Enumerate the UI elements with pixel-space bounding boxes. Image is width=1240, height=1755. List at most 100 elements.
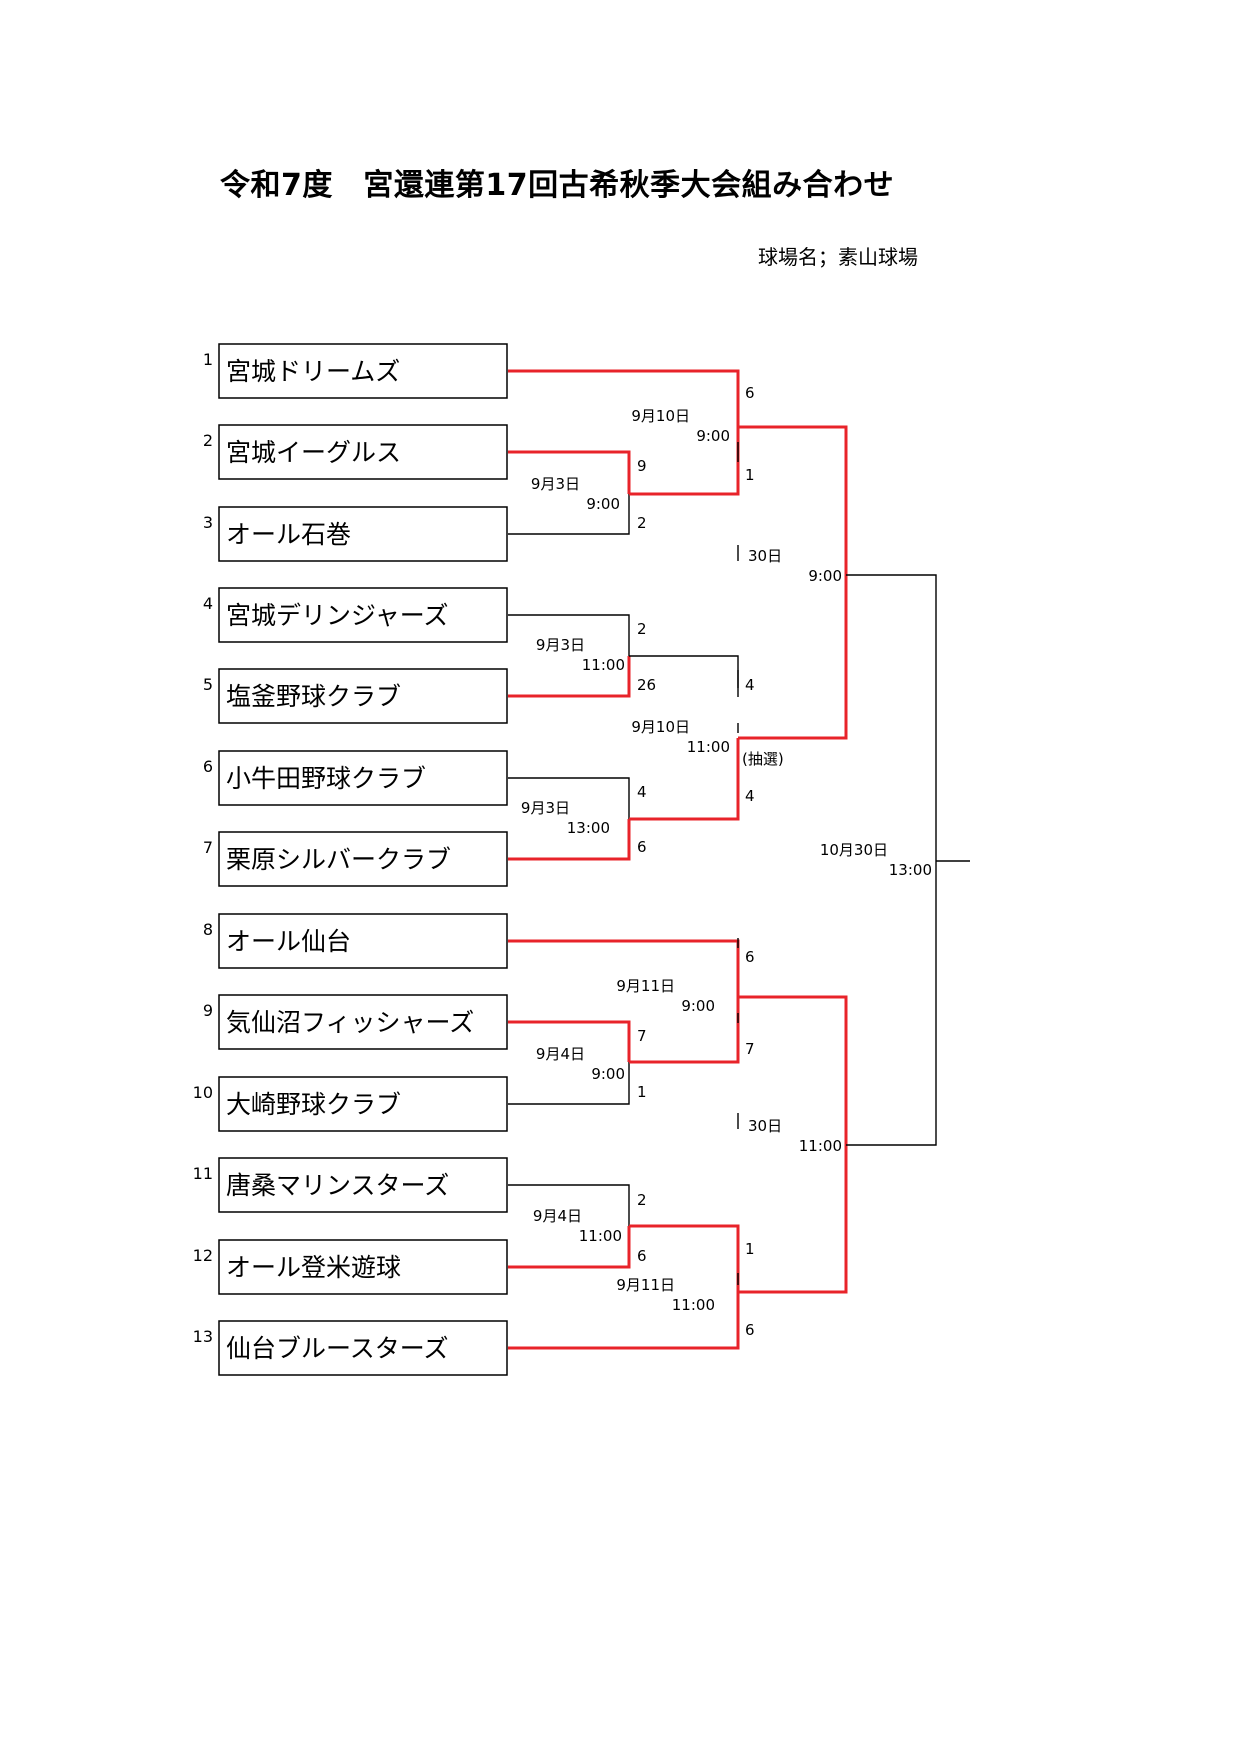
r1_m1-time: 9:00: [586, 495, 620, 513]
sf-m1-time: 9:00: [808, 567, 842, 585]
r1_m3-date: 9月3日: [521, 799, 570, 817]
score: 4: [637, 783, 647, 801]
seed-number: 11: [193, 1164, 213, 1183]
score: 1: [745, 1240, 755, 1258]
sf-m2-time: 11:00: [799, 1137, 842, 1155]
seed-number: 8: [203, 920, 213, 939]
sf-m2-date: 30日: [748, 1117, 782, 1135]
score: 4: [745, 787, 755, 805]
team-box: [218, 1157, 508, 1213]
team-entry: 11 唐桑マリンスターズ: [193, 1157, 508, 1213]
seed-number: 5: [203, 675, 213, 694]
team-box: [218, 343, 508, 399]
score: 1: [745, 466, 755, 484]
team-name: 宮城ドリームズ: [226, 357, 400, 386]
bracket-lines: [508, 369, 970, 1350]
team-box: [218, 424, 508, 480]
r1_m5-time: 11:00: [579, 1227, 622, 1245]
r2-m2-out: [738, 575, 848, 740]
team-box: [218, 1239, 508, 1295]
r1_m2-date: 9月3日: [536, 636, 585, 654]
r1-m5-top: [508, 1184, 630, 1226]
team-entry: 1 宮城ドリームズ: [203, 343, 508, 399]
team-name: オール登米遊球: [226, 1253, 401, 1282]
r1-m1-top: [508, 450, 631, 494]
draw-note: (抽選): [742, 750, 784, 768]
team-entry: 9 気仙沼フィッシャーズ: [203, 994, 508, 1050]
r2-m4-out: [738, 1145, 848, 1294]
score: 6: [745, 384, 755, 402]
r2-m1-out: [738, 425, 848, 575]
score: 4: [745, 676, 755, 694]
team-entry: 7 栗原シルバークラブ: [203, 831, 508, 887]
team-name: オール仙台: [226, 927, 351, 956]
r2_m2-date: 9月10日: [631, 718, 690, 736]
team-box: [218, 506, 508, 562]
r1-m3-top: [508, 777, 630, 819]
r1_m5-date: 9月4日: [533, 1207, 582, 1225]
score: 26: [637, 676, 656, 694]
seed-number: 7: [203, 838, 213, 857]
r1-m1-bottom: [508, 494, 630, 535]
r2_m3-date: 9月11日: [616, 977, 675, 995]
team-name: 気仙沼フィッシャーズ: [226, 1008, 474, 1037]
team-entry: 5 塩釜野球クラブ: [203, 668, 508, 724]
team-box: [218, 831, 508, 887]
r1_m2-time: 11:00: [582, 656, 625, 674]
team-name: 栗原シルバークラブ: [226, 845, 451, 874]
r1_m4-date: 9月4日: [536, 1045, 585, 1063]
score: 1: [637, 1083, 647, 1101]
team-name: 宮城デリンジャーズ: [226, 601, 449, 630]
match-labels: 9月3日9:00929月3日11:002269月3日13:00469月4日9:0…: [521, 384, 932, 1339]
seed-number: 13: [193, 1327, 213, 1346]
r1-m5-out: [629, 1224, 740, 1292]
team-entry: 13 仙台ブルースターズ: [193, 1320, 508, 1376]
score: 6: [745, 1321, 755, 1339]
seed-number: 6: [203, 757, 213, 776]
team-box: [218, 750, 508, 806]
r2_m1-time: 9:00: [696, 427, 730, 445]
score: 2: [637, 514, 647, 532]
team-entry: 12 オール登米遊球: [193, 1239, 508, 1295]
seed-number: 12: [193, 1246, 213, 1265]
sf-m1-date: 30日: [748, 547, 782, 565]
r1-m3-out: [629, 738, 740, 821]
seed-number: 2: [203, 431, 213, 450]
page-title: 令和7度 宮還連第17回古希秋季大会組み合わせ: [220, 168, 895, 203]
seed-number: 3: [203, 513, 213, 532]
score: 7: [745, 1040, 755, 1058]
r2_m4-date: 9月11日: [616, 1276, 675, 1294]
r1_m3-time: 13:00: [567, 819, 610, 837]
team-box: [218, 668, 508, 724]
sf-m2-out: [846, 861, 937, 1146]
seed-number: 1: [203, 350, 213, 369]
final-time: 13:00: [889, 861, 932, 879]
score: 2: [637, 1191, 647, 1209]
r1_m1-date: 9月3日: [531, 475, 580, 493]
team-name: 塩釜野球クラブ: [226, 682, 401, 711]
team-entry: 2 宮城イーグルス: [203, 424, 508, 480]
r1-m4-top: [508, 1020, 631, 1062]
r1-m2-bottom: [508, 656, 631, 698]
team-name: 宮城イーグルス: [226, 438, 401, 467]
r2_m3-time: 9:00: [681, 997, 715, 1015]
final-date: 10月30日: [820, 841, 888, 859]
seed-number: 9: [203, 1001, 213, 1020]
r1-m3-bottom: [508, 819, 631, 861]
r1-m2-top: [508, 614, 630, 656]
r1_m4-time: 9:00: [591, 1065, 625, 1083]
team-name: 唐桑マリンスターズ: [226, 1171, 449, 1200]
team-box: [218, 587, 508, 643]
score: 6: [745, 948, 755, 966]
team-box: [218, 994, 508, 1050]
team-name: 仙台ブルースターズ: [226, 1334, 449, 1363]
sf-m1-out: [846, 574, 937, 861]
score: 6: [637, 838, 647, 856]
r2_m4-time: 11:00: [672, 1296, 715, 1314]
bye-line-team-1: [508, 369, 740, 427]
seed-number: 10: [193, 1083, 213, 1102]
